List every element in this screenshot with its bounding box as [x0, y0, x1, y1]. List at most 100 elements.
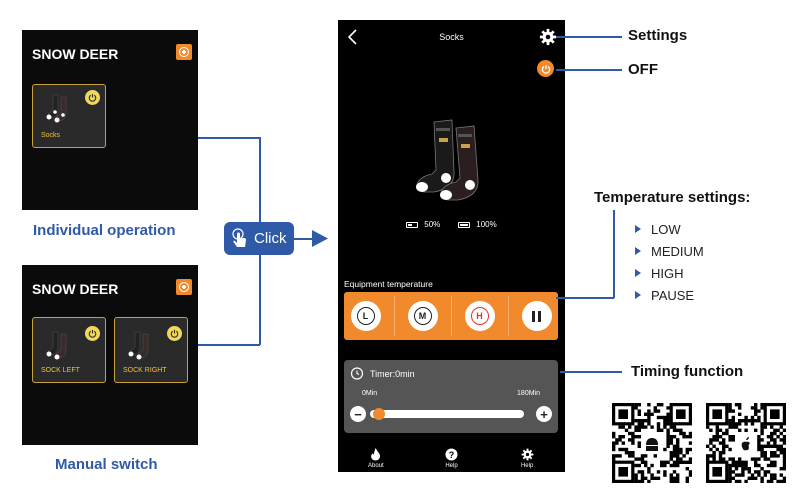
device-label: SOCK RIGHT: [123, 367, 167, 374]
qr-module: [660, 460, 664, 464]
qr-module: [773, 451, 777, 455]
qr-module: [682, 431, 686, 436]
power-toggle[interactable]: [85, 326, 100, 341]
power-off-button[interactable]: [537, 60, 554, 77]
qr-module: [656, 415, 661, 420]
qr-module: [676, 473, 680, 477]
qr-module: [773, 428, 777, 432]
power-toggle[interactable]: [85, 90, 100, 105]
qr-module: [618, 435, 622, 439]
qr-module: [770, 425, 774, 429]
qr-module: [650, 425, 654, 429]
qr-module: [663, 419, 667, 423]
qr-module: [640, 476, 645, 480]
qr-module: [621, 435, 625, 439]
qr-module: [676, 454, 680, 458]
qr-module: [766, 435, 771, 439]
qr-module: [773, 476, 777, 480]
qr-module: [731, 409, 735, 413]
qr-module: [779, 467, 783, 471]
qr-module: [770, 444, 774, 448]
timer-increase-button[interactable]: +: [536, 406, 552, 422]
qr-module: [679, 451, 683, 455]
timer-slider-thumb[interactable]: [373, 408, 385, 420]
tab-help[interactable]: ? Help: [426, 442, 476, 472]
qr-module: [722, 438, 726, 442]
temperature-selector: L M H: [344, 292, 558, 340]
qr-module: [688, 435, 693, 439]
qr-module: [637, 470, 641, 474]
qr-module: [640, 460, 645, 464]
individual-panel: SNOW DEER Socks: [22, 30, 198, 210]
gear-icon[interactable]: [539, 28, 557, 46]
qr-module: [634, 419, 638, 423]
qr-module: [637, 463, 641, 468]
qr-module: [782, 447, 787, 452]
qr-module: [615, 454, 619, 458]
qr-module: [731, 463, 735, 468]
qr-module: [770, 435, 774, 439]
qr-module: [728, 425, 732, 429]
sock-pair-icon: [46, 94, 67, 123]
qr-module: [631, 454, 635, 458]
qr-module: [709, 438, 713, 442]
qr-module: [722, 431, 726, 436]
qr-module: [731, 425, 735, 429]
qr-module: [738, 460, 742, 464]
qr-module: [731, 415, 735, 420]
qr-module: [734, 473, 739, 477]
qr-module: [782, 460, 787, 464]
qr-module: [728, 435, 732, 439]
qr-module: [660, 403, 664, 407]
divider: [393, 296, 395, 336]
tab-bar: About ? Help Help: [338, 442, 565, 472]
qr-module: [672, 447, 677, 452]
qr-module: [672, 428, 677, 432]
qr-module: [750, 422, 755, 426]
qr-module: [779, 425, 783, 429]
qr-module: [718, 441, 723, 445]
device-card-sock-right[interactable]: SOCK RIGHT: [114, 317, 188, 383]
qr-module: [676, 460, 680, 464]
qr-module: [734, 425, 739, 429]
timer-decrease-button[interactable]: −: [350, 406, 366, 422]
connector-line: [198, 137, 260, 139]
pause-button[interactable]: [521, 301, 552, 331]
qr-module: [763, 444, 767, 448]
qr-module: [640, 473, 645, 477]
qr-module: [669, 473, 673, 477]
qr-module: [688, 473, 693, 477]
qr-module: [612, 447, 616, 452]
tab-help-settings[interactable]: Help: [502, 442, 552, 472]
back-chevron-icon[interactable]: [346, 28, 358, 46]
power-toggle[interactable]: [167, 326, 182, 341]
device-card-sock-left[interactable]: SOCK LEFT: [32, 317, 106, 383]
qr-module: [685, 451, 689, 455]
individual-operation-caption: Individual operation: [33, 222, 176, 239]
device-card-socks[interactable]: Socks: [32, 84, 106, 148]
qr-module: [660, 463, 664, 468]
bullet-triangle-icon: [635, 247, 641, 255]
qr-module: [672, 460, 677, 464]
qr-module: [672, 451, 677, 455]
qr-module: [647, 412, 651, 416]
qr-module: [644, 412, 648, 416]
add-device-button[interactable]: [176, 44, 192, 60]
qr-module: [779, 479, 783, 484]
timer-slider[interactable]: [370, 410, 524, 418]
temp-low-button[interactable]: L: [350, 301, 381, 331]
temp-high-button[interactable]: H: [464, 301, 495, 331]
qr-module: [760, 444, 764, 448]
temp-medium-button[interactable]: M: [407, 301, 438, 331]
battery-left: 50%: [406, 220, 440, 229]
qr-module: [621, 441, 625, 445]
qr-module: [709, 428, 713, 432]
qr-module: [757, 438, 761, 442]
power-icon: [88, 329, 97, 338]
device-label: Socks: [41, 132, 61, 139]
tab-about[interactable]: About: [351, 442, 401, 472]
qr-module: [666, 431, 670, 436]
arrow-right-icon: [312, 230, 328, 247]
add-device-button[interactable]: [176, 279, 192, 295]
qr-module: [637, 479, 641, 484]
